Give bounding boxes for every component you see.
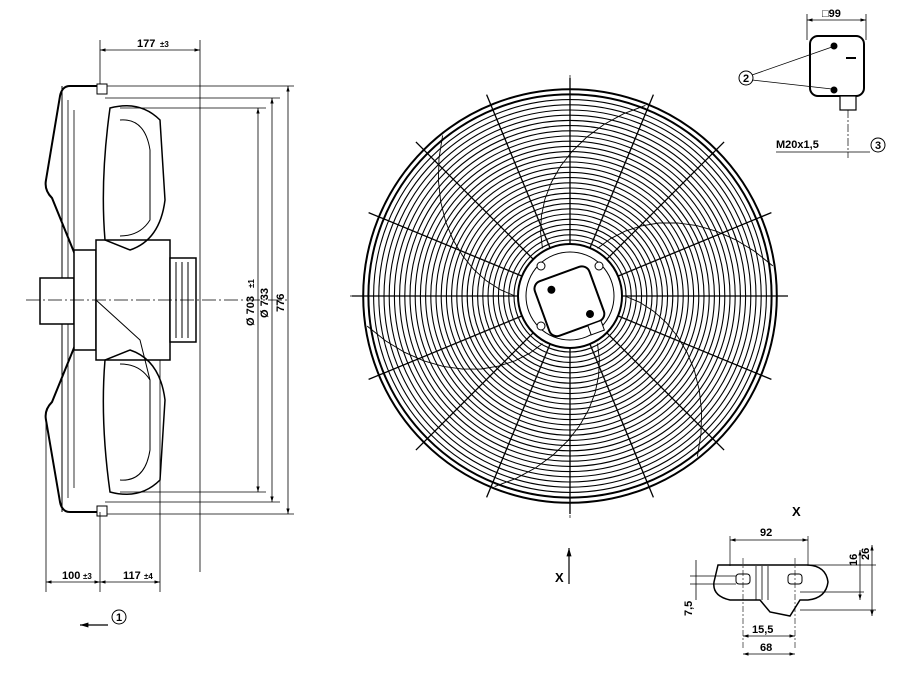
dim-diameters: Ø 703 ±1 Ø 733 776: [105, 85, 294, 515]
fan-blade-edge: [366, 325, 543, 370]
fan-blade-edge: [540, 104, 646, 249]
callout-1: 1: [116, 612, 122, 624]
fan-blades: [366, 104, 774, 488]
dim-100-value: 100: [62, 570, 80, 582]
dim-100-tolerance: ±3: [83, 572, 92, 581]
dim-776-value: 776: [275, 294, 287, 312]
terminal-box: [533, 265, 606, 338]
dim-177: 177 ±3: [99, 38, 201, 572]
dim-bottom: 100 ±3 117 ±4: [45, 360, 161, 592]
callout-3: 3: [875, 140, 881, 152]
dim-117-value: 117: [123, 570, 141, 582]
detail-x-title: X: [792, 504, 801, 519]
terminal-box-detail: □99 2 M20x1,5 3: [738, 8, 886, 158]
dim-16-value: 16: [848, 554, 860, 566]
guard-spoke: [589, 94, 655, 249]
side-view: 177 ±3 100 ±3 117 ±4 Ø 703 ±: [26, 38, 294, 628]
front-hub: [517, 243, 623, 349]
dim-177-tolerance: ±3: [160, 40, 169, 49]
dim-117-tolerance: ±4: [144, 572, 153, 581]
guard-spoke: [485, 343, 551, 498]
box-size-label: □99: [822, 8, 841, 20]
side-blades: [95, 105, 166, 495]
fan-blade-edge: [624, 295, 703, 457]
dia-733-value: Ø 733: [259, 288, 271, 318]
guard-spoke: [415, 332, 534, 451]
dim-177-value: 177: [137, 38, 155, 50]
fan-blade-edge: [437, 135, 516, 297]
guard-spoke: [368, 211, 523, 277]
guard-spoke: [368, 315, 523, 381]
guard-spoke: [485, 94, 551, 249]
fan-blade-edge: [494, 343, 600, 488]
dim-15-5-value: 15,5: [752, 624, 773, 636]
guard-spoke: [606, 332, 725, 451]
callout-2: 2: [743, 73, 749, 85]
guard-spoke: [415, 141, 534, 260]
dim-7-5-value: 7,5: [683, 601, 695, 616]
fan-blade-edge: [597, 222, 774, 267]
guard-spoke: [617, 211, 772, 277]
detail-x: X 92 16 26 7,5 15,5 68: [683, 504, 876, 656]
thread-label: M20x1,5: [776, 139, 819, 151]
airflow-arrow: 1: [80, 609, 127, 628]
guard-spokes: [352, 78, 788, 514]
guard-spoke: [606, 141, 725, 260]
view-x-marker: X: [555, 548, 572, 585]
side-motor: [39, 239, 197, 361]
dia-703-value: Ø 703: [245, 296, 257, 326]
front-view: X: [350, 75, 790, 585]
dim-68-value: 68: [760, 642, 772, 654]
view-x-label: X: [555, 570, 564, 585]
dim-92-value: 92: [760, 527, 772, 539]
guard-spoke: [617, 315, 772, 381]
guard-spoke: [589, 343, 655, 498]
dia-703-tolerance: ±1: [247, 279, 256, 288]
dim-26-value: 26: [860, 548, 872, 560]
